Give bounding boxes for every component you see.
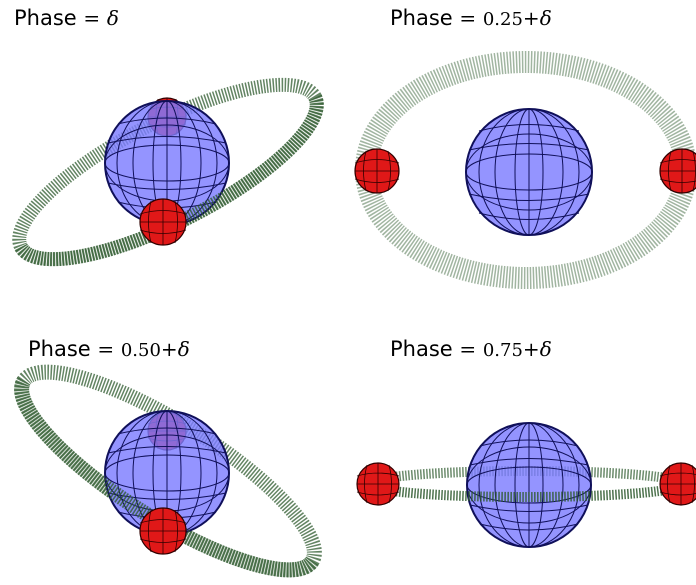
orbit-ring-front	[14, 376, 319, 578]
title-delta: δ	[539, 6, 552, 30]
title-delta: δ	[106, 6, 119, 30]
planet-front	[139, 198, 187, 246]
title-plus: +	[160, 337, 178, 361]
panel-title: Phase = 0.75+δ	[390, 337, 552, 361]
panel-phase-delta: Phase = δ	[0, 0, 348, 292]
planet-right	[659, 148, 696, 194]
planet-left	[354, 148, 400, 194]
title-word: Phase	[28, 337, 91, 361]
panel-title: Phase = 0.50+δ	[28, 337, 190, 361]
title-plus: +	[522, 337, 540, 361]
title-equals: =	[459, 6, 477, 30]
title-word: Phase	[390, 6, 453, 30]
title-value: 0.25	[482, 9, 523, 30]
title-word: Phase	[390, 337, 453, 361]
panel-phase-0-50: Phase = 0.50+δ	[0, 293, 348, 585]
planet-right	[659, 462, 696, 506]
star-sphere	[465, 108, 593, 236]
orbit-diagram	[354, 51, 696, 289]
planet-front	[139, 507, 187, 555]
title-value: 0.75	[482, 340, 523, 361]
orbit-diagram	[356, 422, 696, 548]
title-equals: =	[83, 6, 101, 30]
orbit-ring-front	[14, 93, 324, 267]
title-word: Phase	[14, 6, 77, 30]
title-value: 0.50	[120, 340, 161, 361]
panel-phase-0-75: Phase = 0.75+δ	[348, 293, 696, 585]
title-plus: +	[522, 6, 540, 30]
title-equals: =	[97, 337, 115, 361]
orbit-diagram	[12, 77, 324, 267]
title-delta: δ	[539, 337, 552, 361]
title-equals: =	[459, 337, 477, 361]
planet-left	[356, 462, 400, 506]
title-delta: δ	[177, 337, 190, 361]
star-sphere	[466, 422, 592, 548]
panel-phase-0-25: Phase = 0.25+δ	[348, 0, 696, 292]
panel-title: Phase = δ	[14, 6, 119, 30]
panel-title: Phase = 0.25+δ	[390, 6, 552, 30]
orbit-diagram	[14, 364, 322, 578]
